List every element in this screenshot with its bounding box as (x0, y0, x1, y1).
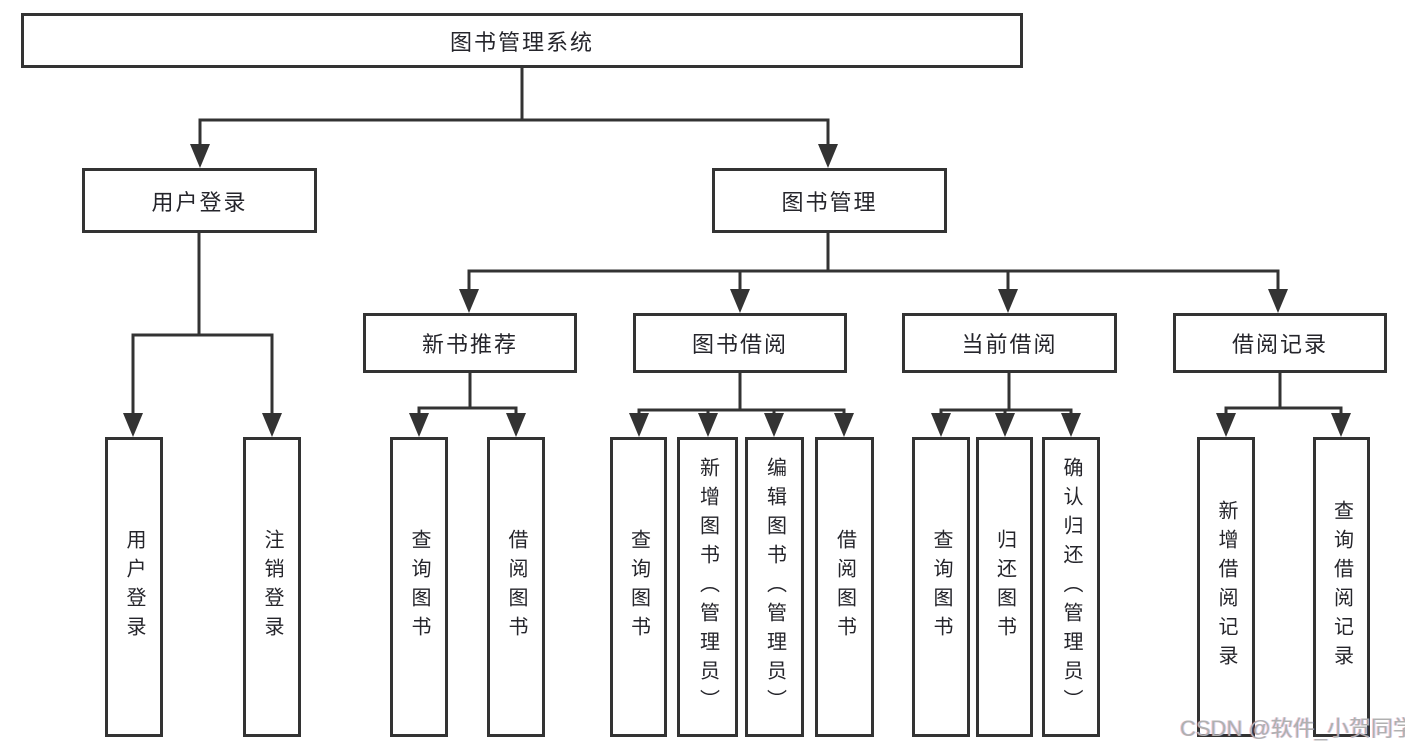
node-current-borrow: 当前借阅 (902, 313, 1117, 373)
arrowhead-icons (123, 144, 1351, 437)
leaf-confirm-return-admin: 确认归还（管理员） (1042, 437, 1100, 737)
node-book-management: 图书管理 (712, 168, 947, 233)
node-label: 当前借阅 (961, 332, 1058, 357)
leaf-user-login: 用户登录 (105, 437, 163, 737)
node-label: 确认归还（管理员） (1060, 456, 1082, 718)
leaf-logout: 注销登录 (243, 437, 301, 737)
leaf-query-books-1: 查询图书 (390, 437, 448, 737)
leaf-query-books-2: 查询图书 (610, 437, 667, 737)
node-label: 图书借阅 (691, 332, 788, 357)
node-label: 查询图书 (930, 529, 952, 645)
node-label: 注销登录 (261, 529, 283, 645)
node-label: 新增借阅记录 (1215, 500, 1237, 674)
node-root-system: 图书管理系统 (21, 13, 1023, 68)
node-label: 用户登录 (123, 529, 145, 645)
node-label: 用户登录 (151, 189, 248, 215)
node-label: 查询图书 (627, 529, 650, 645)
node-label: 图书管理系统 (449, 29, 594, 55)
csdn-watermark: CSDN @软件_小贺同学 (1180, 716, 1405, 741)
leaf-add-borrow-record: 新增借阅记录 (1197, 437, 1255, 737)
node-label: 查询借阅记录 (1330, 500, 1353, 674)
node-label: 查询图书 (408, 529, 430, 645)
node-user-login: 用户登录 (82, 168, 317, 233)
node-label: 借阅图书 (833, 529, 856, 645)
leaf-borrow-books-1: 借阅图书 (487, 437, 545, 737)
node-borrow-record: 借阅记录 (1173, 313, 1387, 373)
node-book-borrow: 图书借阅 (633, 313, 847, 373)
node-label: 新增图书（管理员） (696, 456, 719, 718)
node-new-book-recommend: 新书推荐 (363, 313, 577, 373)
leaf-query-borrow-record: 查询借阅记录 (1313, 437, 1370, 737)
node-label: 新书推荐 (421, 332, 518, 357)
leaf-add-books-admin: 新增图书（管理员） (677, 437, 738, 737)
leaf-borrow-books-2: 借阅图书 (815, 437, 874, 737)
leaf-query-books-3: 查询图书 (912, 437, 970, 737)
leaf-edit-books-admin: 编辑图书（管理员） (745, 437, 804, 737)
node-label: 借阅图书 (505, 529, 527, 645)
leaf-return-books: 归还图书 (976, 437, 1033, 737)
node-label: 图书管理 (781, 189, 878, 215)
node-label: 借阅记录 (1231, 332, 1328, 357)
node-label: 编辑图书（管理员） (763, 456, 786, 718)
node-label: 归还图书 (993, 529, 1016, 645)
